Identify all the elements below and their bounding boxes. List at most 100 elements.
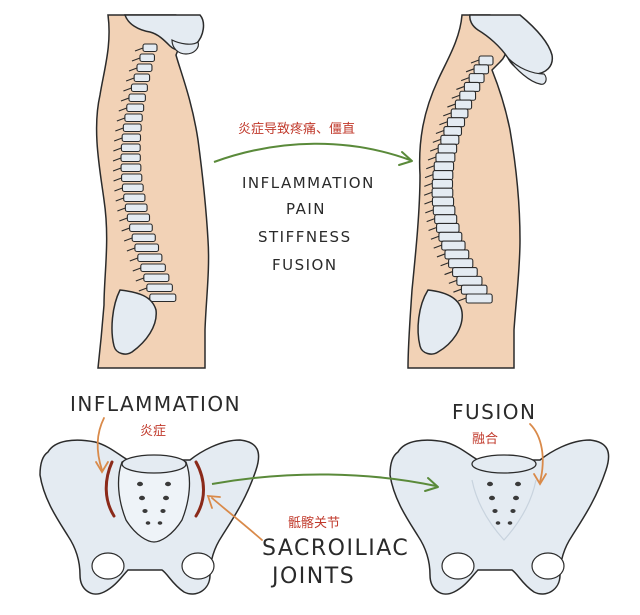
vertebra (435, 152, 456, 163)
vertebra (139, 53, 155, 63)
vertebra (134, 243, 160, 253)
vertebra-process (453, 288, 462, 293)
vertebra-process (135, 277, 145, 282)
term-inflammation: INFLAMMATION (242, 174, 375, 192)
vertebra-process (112, 157, 122, 162)
vertebra-process (444, 271, 453, 276)
vertebra-process (115, 197, 124, 202)
vertebra-process (435, 130, 445, 135)
vertebra-process (129, 257, 138, 262)
vertebra (454, 99, 473, 110)
vertebra-process (112, 167, 122, 172)
vertebra-process (439, 121, 448, 126)
vertebra (456, 275, 483, 286)
vertebra-process (113, 137, 123, 142)
left-inflamed-joint-right (194, 460, 205, 518)
left-pelvis (39, 439, 260, 595)
right-title-fusion: FUSION (452, 400, 537, 424)
vertebra (121, 183, 144, 193)
vertebra-process (448, 279, 458, 284)
vertebra (446, 117, 466, 128)
vertebra (465, 293, 493, 304)
left-sacral-holes (137, 481, 171, 525)
vertebra (431, 187, 454, 198)
vertebra (434, 214, 458, 225)
vertebra (146, 283, 173, 293)
vertebra (459, 90, 477, 101)
vertebra (120, 153, 141, 163)
vertebra (431, 178, 454, 189)
vertebra-process (114, 187, 123, 192)
vertebra-process (116, 117, 126, 122)
right-jaw (507, 57, 547, 85)
right-spine (423, 55, 494, 304)
right-obturator-r (531, 552, 565, 580)
vertebra (437, 143, 458, 154)
vertebra-process (428, 226, 437, 231)
vertebra-process (138, 287, 148, 292)
vertebra (140, 263, 166, 273)
vertebra-process (123, 237, 133, 242)
vertebra-process (460, 77, 470, 82)
left-title-inflammation: INFLAMMATION (70, 392, 242, 416)
joint-cn: 骶髂关节 (288, 516, 341, 531)
bottom-arrow (211, 473, 439, 492)
vertebra (121, 173, 143, 183)
term-pain: PAIN (286, 200, 326, 218)
vertebra (448, 258, 474, 269)
vertebra (431, 196, 455, 207)
left-vertebra-top (121, 454, 187, 474)
vertebra-process (470, 59, 480, 64)
vertebra-process (113, 147, 122, 152)
vertebra (436, 222, 460, 234)
vertebra (450, 108, 469, 119)
vertebra-process (115, 127, 124, 132)
vertebra-process (126, 247, 136, 252)
vertebra (433, 161, 455, 172)
right-obturator-l (441, 552, 475, 580)
vertebra-process (131, 57, 141, 62)
vertebra-process (113, 177, 122, 182)
vertebra-process (447, 103, 456, 108)
vertebra-process (456, 85, 465, 90)
vertebra-process (121, 227, 130, 232)
vertebra (120, 163, 142, 173)
vertebra-process (132, 267, 141, 272)
vertebra-process (430, 235, 440, 240)
vertebra (126, 213, 151, 223)
vertebra (440, 134, 460, 145)
left-body-silhouette (95, 14, 210, 369)
right-vertebra-top (471, 454, 537, 474)
vertebra (128, 93, 146, 103)
vertebra (473, 64, 490, 75)
term-stiffness: STIFFNESS (258, 228, 352, 246)
vertebra (123, 193, 146, 203)
vertebra (122, 123, 142, 133)
vertebra (149, 293, 177, 303)
vertebra-process (425, 209, 434, 214)
vertebra (143, 273, 170, 283)
left-cn-inflammation: 炎症 (140, 424, 167, 439)
top-cn-caption: 炎症导致疼痛、僵直 (238, 122, 356, 137)
vertebra-process (440, 262, 449, 267)
left-torso (95, 14, 210, 369)
vertebra-process (117, 207, 126, 212)
pointer-fusion (529, 423, 547, 486)
left-jaw (171, 39, 199, 55)
vertebra (137, 253, 163, 263)
pointer-sacroiliac (206, 494, 263, 541)
vertebra (124, 113, 143, 123)
vertebra-process (443, 112, 452, 117)
joint-line1: SACROILIAC (262, 536, 410, 561)
left-obturator-r (181, 552, 215, 580)
vertebra (142, 43, 158, 53)
vertebra-process (125, 77, 135, 82)
vertebra-process (134, 47, 144, 52)
left-sacrum (111, 289, 157, 355)
vertebra-process (128, 67, 138, 72)
vertebra (432, 170, 454, 181)
vertebra (121, 133, 142, 143)
vertebra (129, 223, 153, 233)
vertebra (432, 205, 456, 216)
